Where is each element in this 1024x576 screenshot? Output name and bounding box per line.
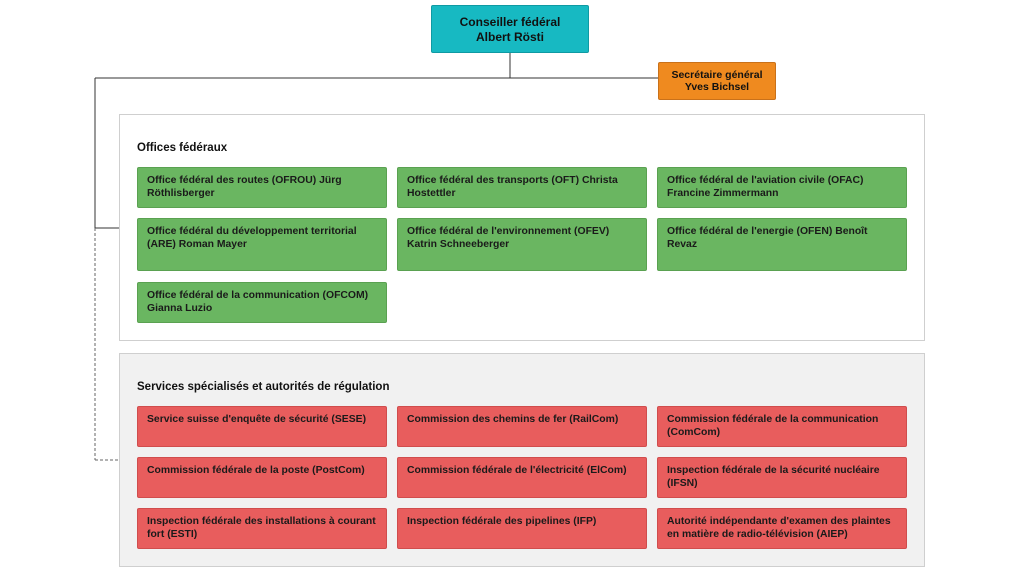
office-card-ofac: Office fédéral de l'aviation civile (OFA…: [657, 167, 907, 208]
office-card-name: Benoît Revaz: [667, 226, 868, 250]
service-card-railcom: Commission des chemins de fer (RailCom): [397, 406, 647, 447]
office-card-name: Roman Mayer: [178, 238, 247, 250]
service-card-line1: Inspection fédérale des pipelines (IFP): [407, 516, 597, 527]
office-card-title: Office fédéral de l'aviation civile (OFA…: [667, 175, 864, 186]
service-card-postcom: Commission fédérale de la poste (PostCom…: [137, 457, 387, 498]
service-card-sese: Service suisse d'enquête de sécurité (SE…: [137, 406, 387, 447]
service-card-line2: (ComCom): [667, 426, 721, 438]
office-card-ofrou: Office fédéral des routes (OFROU) Jürg R…: [137, 167, 387, 208]
service-card-line1: Commission fédérale de la communication: [667, 414, 879, 425]
service-card-ifp: Inspection fédérale des pipelines (IFP): [397, 508, 647, 549]
office-card-name: Francine Zimmermann: [667, 187, 779, 199]
service-card-esti: Inspection fédérale des installations à …: [137, 508, 387, 549]
federal-councillor-title: Conseiller fédéral: [459, 15, 561, 29]
office-card-title: Office fédéral du développement territor…: [147, 226, 357, 237]
office-card-ofcom: Office fédéral de la communication (OFCO…: [137, 282, 387, 323]
office-card-are: Office fédéral du développement territor…: [137, 218, 387, 271]
service-card-line1: Commission fédérale de l'électricité (El…: [407, 465, 627, 476]
federal-councillor-box: Conseiller fédéral Albert Rösti: [431, 5, 589, 53]
service-card-aiep: Autorité indépendante d'examen des plain…: [657, 508, 907, 549]
office-card-ofen: Office fédéral de l'energie (OFEN) Benoî…: [657, 218, 907, 271]
service-card-line2: courant fort (ESTI): [147, 516, 376, 540]
service-card-line2: (IFSN): [667, 477, 698, 489]
federal-offices-heading: Offices fédéraux: [137, 142, 228, 154]
service-card-ifsn: Inspection fédérale de la sécurité nuclé…: [657, 457, 907, 498]
service-card-line1: Inspection fédérale des installations à: [147, 516, 335, 527]
federal-councillor-name: Albert Rösti: [475, 30, 544, 44]
office-card-title: Office fédéral de l'energie (OFEN): [667, 226, 833, 237]
service-card-comcom: Commission fédérale de la communication …: [657, 406, 907, 447]
secretary-general-box: Secrétaire général Yves Bichsel: [658, 62, 776, 100]
office-card-title: Office fédéral de l'environnement (OFEV): [407, 226, 610, 237]
specialized-services-heading: Services spécialisés et autorités de rég…: [137, 381, 390, 393]
office-card-ofev: Office fédéral de l'environnement (OFEV)…: [397, 218, 647, 271]
service-card-line1: Service suisse d'enquête de sécurité (SE…: [147, 414, 367, 425]
office-card-name: Gianna Luzio: [147, 302, 213, 314]
office-card-title: Office fédéral des transports (OFT): [407, 175, 580, 186]
service-card-line1: Autorité indépendante d'examen des plain…: [667, 516, 891, 527]
service-card-elcom: Commission fédérale de l'électricité (El…: [397, 457, 647, 498]
office-card-oft: Office fédéral des transports (OFT) Chri…: [397, 167, 647, 208]
office-card-name: Jürg Röthlisberger: [147, 175, 342, 199]
office-card-title: Office fédéral de la communication (OFCO…: [147, 290, 369, 301]
secretary-general-name: Yves Bichsel: [684, 81, 750, 93]
secretary-general-title: Secrétaire général: [671, 69, 763, 81]
service-card-line1: Inspection fédérale de la sécurité nuclé…: [667, 465, 880, 476]
service-card-line1: Commission des chemins de fer (RailCom): [407, 414, 619, 425]
office-card-name: Katrin Schneeberger: [407, 238, 510, 250]
service-card-line2: en matière de radio-télévision (AIEP): [667, 528, 848, 540]
service-card-line1: Commission fédérale de la poste (PostCom…: [147, 465, 365, 476]
office-card-name: Christa Hostettler: [407, 175, 618, 199]
office-card-title: Office fédéral des routes (OFROU): [147, 175, 317, 186]
office-card-title-line2: (ARE): [147, 238, 176, 250]
